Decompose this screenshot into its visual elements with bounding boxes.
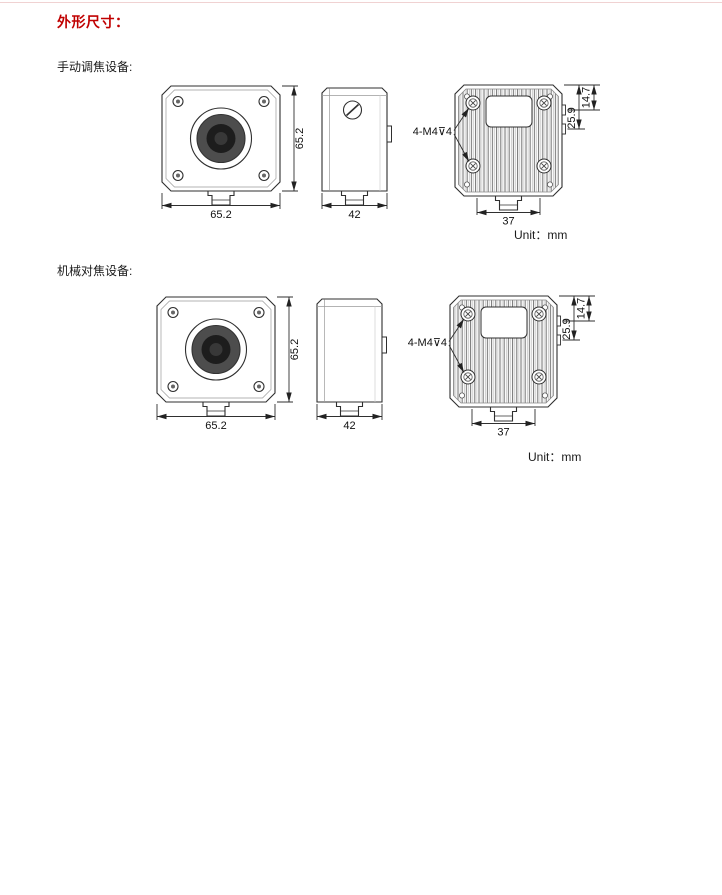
front-width-dim-label: 65.2 <box>205 420 226 432</box>
side-depth-dim-label: 42 <box>343 420 355 432</box>
unit-label-mechanical: Unit：mm <box>528 450 582 464</box>
top-divider <box>0 2 722 3</box>
page-title: 外形尺寸： <box>57 14 130 30</box>
back-view <box>455 85 566 210</box>
side-view <box>316 298 388 417</box>
rear-offset-lower-dim-label: 25.9 <box>561 318 573 339</box>
rear-width-dim-label: 37 <box>502 216 514 228</box>
front-height-dim-label: 65.2 <box>294 128 306 149</box>
front-height-dim-label: 65.2 <box>289 339 301 360</box>
unit-label-manual: Unit：mm <box>514 228 568 242</box>
section-mechanical-focus-label: 机械对焦设备: <box>57 264 133 278</box>
mechanical-focus-drawing: 65.2 65.2 42 37 14.7 25.9 4-M4⊽4 <box>156 296 595 439</box>
rear-offset-upper-dim-label: 14.7 <box>581 87 593 108</box>
manual-focus-drawing: 65.2 65.2 42 37 14.7 25.9 4-M4⊽4 <box>161 85 600 228</box>
front-view <box>161 85 281 206</box>
rear-offset-upper-dim-label: 14.7 <box>576 298 588 319</box>
rear-width-dim-label: 37 <box>497 427 509 439</box>
section-manual-focus-label: 手动调焦设备: <box>57 60 133 74</box>
front-width-dim-label: 65.2 <box>210 209 231 221</box>
mounting-holes-note: 4-M4⊽4 <box>413 126 452 138</box>
front-view <box>156 296 276 417</box>
back-view <box>450 296 561 421</box>
side-depth-dim-label: 42 <box>348 209 360 221</box>
rear-offset-lower-dim-label: 25.9 <box>566 107 578 128</box>
mounting-holes-note: 4-M4⊽4 <box>408 337 447 349</box>
focus-screw-icon <box>342 100 363 120</box>
